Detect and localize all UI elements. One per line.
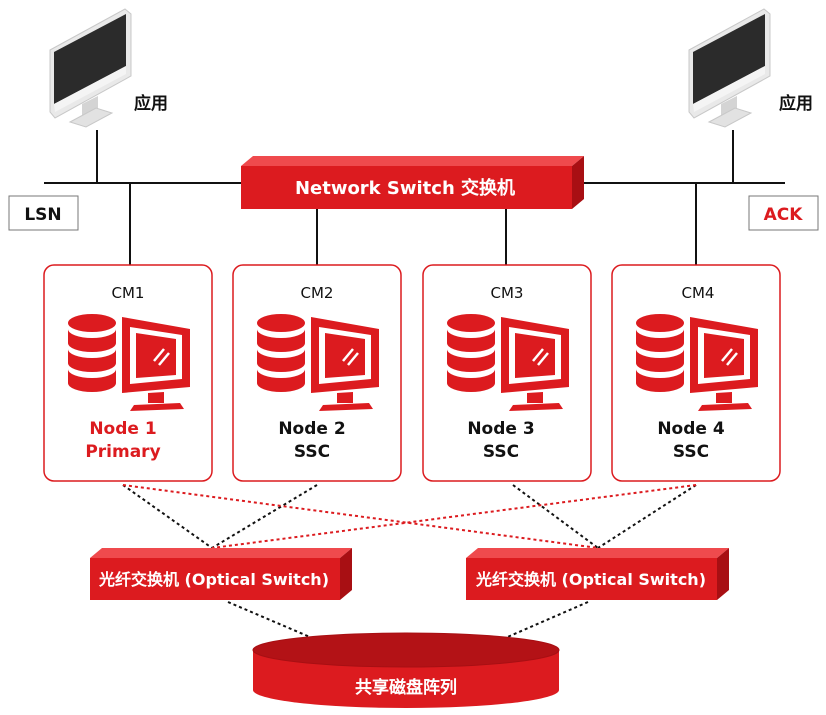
node-name: Node 3 (467, 419, 534, 439)
network-switch: Network Switch 交换机 (241, 156, 584, 209)
node-role: SSC (294, 442, 330, 462)
node-cm-label: CM1 (112, 284, 145, 302)
desktop-monitor-icon (49, 8, 132, 128)
ack-label-box: ACK (748, 195, 819, 231)
node-card-2: CM2 Node 2 SSC (232, 264, 402, 482)
app-left: 应用 (49, 8, 168, 128)
ack-label: ACK (764, 205, 804, 225)
node-cm-label: CM4 (682, 284, 715, 302)
node-card-3: CM3 Node 3 SSC (422, 264, 592, 482)
optical-switch-label: 光纤交换机 (Optical Switch) (475, 570, 706, 589)
app-right-label: 应用 (779, 93, 813, 114)
optical-switch-right: 光纤交换机 (Optical Switch) (466, 548, 729, 600)
node-cm-label: CM2 (301, 284, 334, 302)
app-left-label: 应用 (134, 93, 168, 114)
node-cm-label: CM3 (491, 284, 524, 302)
node-name: Node 4 (657, 419, 725, 439)
shared-disk-array-label: 共享磁盘阵列 (355, 677, 457, 698)
desktop-monitor-icon (688, 8, 771, 128)
node-name: Node 1 (89, 419, 156, 439)
shared-disk-array: 共享磁盘阵列 (252, 632, 560, 708)
optical-switch-left: 光纤交换机 (Optical Switch) (90, 548, 352, 600)
node-role: SSC (673, 442, 709, 462)
node-role: SSC (483, 442, 519, 462)
node-card-1: CM1 Node 1 Primary (43, 264, 213, 482)
node-role: Primary (85, 442, 160, 462)
node-name: Node 2 (278, 419, 345, 439)
network-switch-label: Network Switch 交换机 (295, 177, 515, 199)
node-card-4: CM4 Node 4 SSC (611, 264, 781, 482)
lsn-label-box: LSN (8, 195, 79, 231)
optical-switch-label: 光纤交换机 (Optical Switch) (98, 570, 329, 589)
fibre-links (122, 484, 697, 549)
app-right: 应用 (688, 8, 813, 128)
lsn-label: LSN (24, 205, 61, 225)
